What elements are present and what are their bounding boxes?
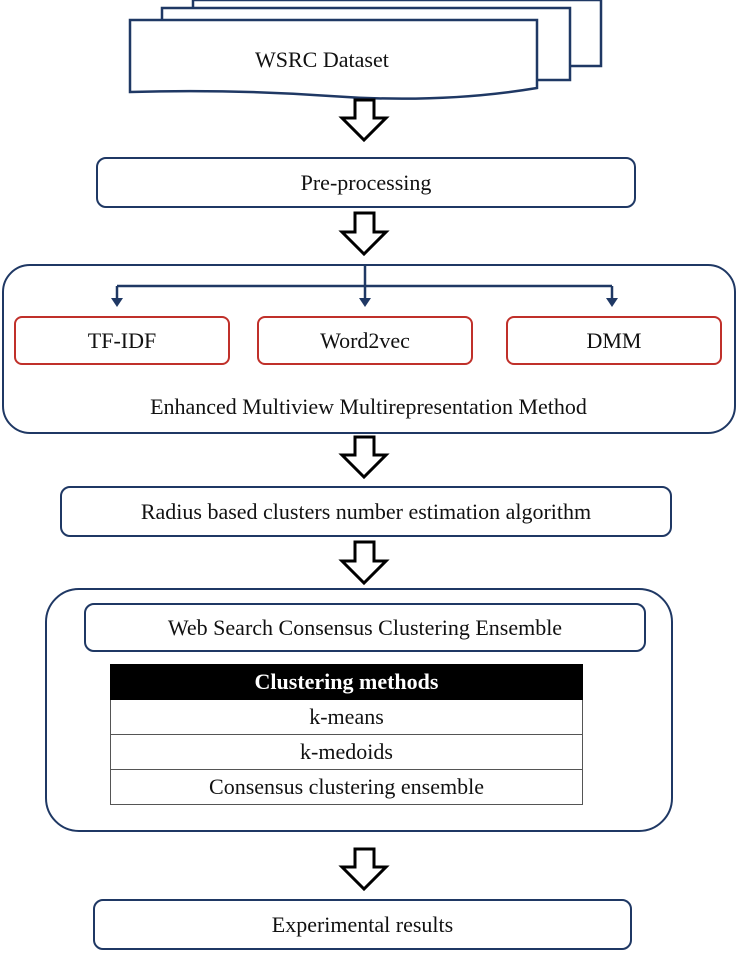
- multiview-container: [2, 264, 736, 434]
- representation-tfidf: TF-IDF: [14, 316, 230, 365]
- ensemble-container: [45, 588, 673, 832]
- ensemble-title: Web Search Consensus Clustering Ensemble: [167, 614, 563, 640]
- clustering-methods-table: Clustering methods k-means k-medoids Con…: [110, 664, 583, 805]
- branch-arrowhead-tfidf: [111, 298, 123, 307]
- method-kmedoids: k-medoids: [110, 734, 583, 770]
- branch-arrowhead-word2vec: [359, 298, 371, 307]
- table-header: Clustering methods: [110, 664, 583, 700]
- table-header-row: Clustering methods: [110, 664, 583, 700]
- arrow-down-2: [338, 211, 390, 257]
- table-row: k-medoids: [110, 734, 583, 770]
- branch-arrowhead-dmm: [606, 298, 618, 307]
- document-sheet-front: [128, 18, 539, 100]
- preprocessing-label: Pre-processing: [300, 169, 432, 195]
- method-kmeans: k-means: [110, 699, 583, 735]
- arrow-down-3: [338, 435, 390, 480]
- arrow-down-1: [338, 98, 390, 143]
- representation-word2vec-label: Word2vec: [320, 327, 410, 353]
- representation-dmm: DMM: [506, 316, 722, 365]
- ensemble-title-box: Web Search Consensus Clustering Ensemble: [84, 603, 646, 652]
- table-row: Consensus clustering ensemble: [110, 769, 583, 805]
- representation-word2vec: Word2vec: [257, 316, 473, 365]
- representation-dmm-label: DMM: [586, 327, 642, 353]
- dataset-document-stack: [128, 0, 603, 100]
- dataset-label: WSRC Dataset: [255, 47, 389, 72]
- preprocessing-box: Pre-processing: [96, 157, 636, 208]
- method-consensus: Consensus clustering ensemble: [110, 769, 583, 805]
- multiview-title: Enhanced Multiview Multirepresentation M…: [150, 394, 587, 419]
- branch-connectors: [115, 266, 614, 300]
- results-box: Experimental results: [93, 899, 632, 950]
- estimation-label: Radius based clusters number estimation …: [140, 498, 592, 524]
- arrow-down-5: [338, 847, 390, 892]
- arrow-down-4: [338, 540, 390, 586]
- results-label: Experimental results: [271, 911, 454, 937]
- estimation-box: Radius based clusters number estimation …: [60, 486, 672, 537]
- representation-tfidf-label: TF-IDF: [87, 327, 157, 353]
- table-row: k-means: [110, 699, 583, 735]
